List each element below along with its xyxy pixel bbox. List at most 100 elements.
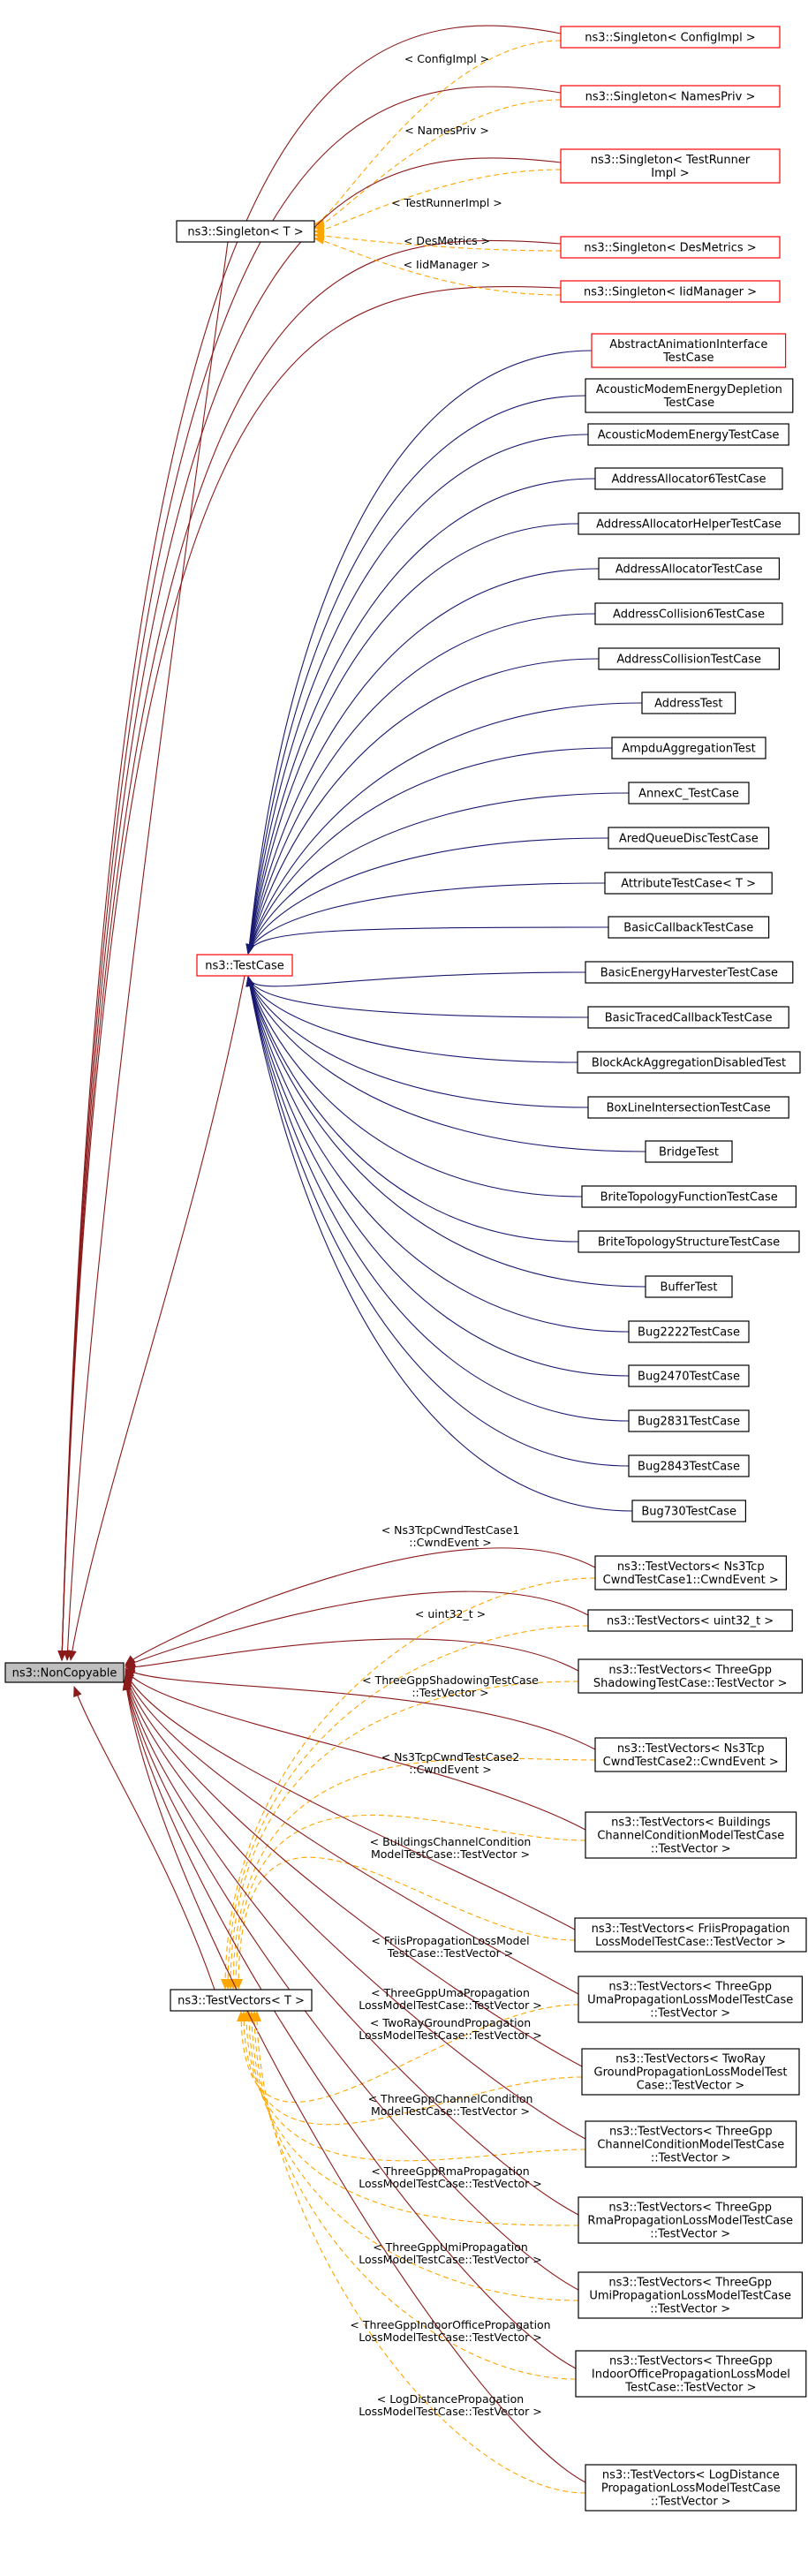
- edge-testvector-instance-to-noncopyable: [125, 1667, 596, 1750]
- template-argument-label: < ThreeGppUmaPropagationLossModelTestCas…: [359, 1986, 541, 2012]
- node-bug2222testcase[interactable]: Bug2222TestCase: [628, 1320, 750, 1343]
- node-addresscollisiontestcase[interactable]: AddressCollisionTestCase: [598, 647, 780, 670]
- edge-testvector-instance-to-noncopyable: [122, 1678, 577, 2369]
- edge-label-line: LossModelTestCase::TestVector >: [359, 2028, 541, 2042]
- node-label: Bug730TestCase: [641, 1506, 736, 1519]
- edge-label-line: < DesMetrics >: [404, 234, 490, 247]
- edge-testcase-derived-to-testcase: [245, 523, 579, 955]
- node-ns3-testvectors-ns3tcp-cwndtestcase1-cwndevent[interactable]: ns3::TestVectors< Ns3TcpCwndTestCase1::C…: [594, 1555, 787, 1590]
- node-ns3-singleton-t[interactable]: ns3::Singleton< T >: [176, 220, 315, 243]
- edge-testcase-derived-to-testcase: [245, 976, 630, 1333]
- node-ns3-testvectors-threegpp-rmapropagationlossmodeltestcase-testvector[interactable]: ns3::TestVectors< ThreeGppRmaPropagation…: [578, 2196, 803, 2244]
- edge-testcase-derived-to-testcase: [245, 976, 630, 1467]
- edge-label-line: < TestRunnerImpl >: [391, 196, 502, 209]
- node-ns3-testvectors-threegpp-channelconditionmodeltestcase-testvector[interactable]: ns3::TestVectors< ThreeGppChannelConditi…: [585, 2120, 797, 2168]
- edge-label-line: LossModelTestCase::TestVector >: [359, 2405, 541, 2418]
- node-box: [604, 872, 773, 895]
- node-ns3-singleton-namespriv[interactable]: ns3::Singleton< NamesPriv >: [560, 85, 781, 108]
- edge-label-line: ::CwndEvent >: [409, 1536, 492, 1549]
- edge-testvector-instance-to-noncopyable: [123, 1674, 586, 2140]
- node-box: [4, 1662, 125, 1683]
- node-ampduaggregationtest[interactable]: AmpduAggregationTest: [611, 737, 766, 759]
- edge-testcase-derived-to-testcase: [245, 976, 579, 1243]
- edge-singleton-instance-to-noncopyable: [57, 157, 562, 1661]
- node-label: CwndTestCase1::CwndEvent >: [603, 1574, 779, 1587]
- node-ns3-testvectors-logdistance-propagationlossmodeltestcase-testvector[interactable]: ns3::TestVectors< LogDistancePropagation…: [585, 2464, 797, 2512]
- node-ns3-singleton-iidmanager[interactable]: ns3::Singleton< IidManager >: [560, 280, 781, 303]
- node-acousticmodemenergytestcase[interactable]: AcousticModemEnergyTestCase: [587, 423, 789, 446]
- node-box: [196, 954, 293, 977]
- node-box: [594, 602, 783, 625]
- node-ns3-testvectors-threegpp-umipropagationlossmodeltestcase-testvector[interactable]: ns3::TestVectors< ThreeGppUmiPropagation…: [578, 2271, 803, 2319]
- node-bug2843testcase[interactable]: Bug2843TestCase: [628, 1454, 750, 1477]
- node-bug730testcase[interactable]: Bug730TestCase: [631, 1500, 746, 1522]
- node-britetopologyfunctiontestcase[interactable]: BriteTopologyFunctionTestCase: [581, 1185, 797, 1208]
- node-label: UmaPropagationLossModelTestCase: [587, 1994, 793, 2007]
- node-box: [631, 1500, 746, 1522]
- node-ns3-testcase[interactable]: ns3::TestCase: [196, 954, 293, 977]
- node-boxlineintersectiontestcase[interactable]: BoxLineIntersectionTestCase: [587, 1096, 789, 1119]
- node-addresscollision6testcase[interactable]: AddressCollision6TestCase: [594, 602, 783, 625]
- node-britetopologystructuretestcase[interactable]: BriteTopologyStructureTestCase: [578, 1230, 800, 1253]
- node-ns3-singleton-configimpl[interactable]: ns3::Singleton< ConfigImpl >: [560, 26, 781, 49]
- node-label: TestCase: [663, 397, 714, 410]
- edge-testvector-instance-to-noncopyable: [124, 1673, 583, 2067]
- node-basictracedcallbacktestcase[interactable]: BasicTracedCallbackTestCase: [587, 1006, 789, 1029]
- edge-label-line: < uint32_t >: [415, 1607, 486, 1620]
- node-box: [628, 1409, 750, 1432]
- node-bug2831testcase[interactable]: Bug2831TestCase: [628, 1409, 750, 1432]
- node-label: AbstractAnimationInterface: [609, 338, 767, 351]
- node-ns3-testvectors-t[interactable]: ns3::TestVectors< T >: [170, 1989, 313, 2012]
- node-basiccallbacktestcase[interactable]: BasicCallbackTestCase: [608, 916, 770, 939]
- edge-singleton-instance-to-noncopyable: [57, 86, 562, 1661]
- node-box: [574, 1917, 807, 1953]
- edge-testvector-instance-to-noncopyable: [125, 1638, 579, 1673]
- node-ns3-testvectors-ns3tcp-cwndtestcase2-cwndevent[interactable]: ns3::TestVectors< Ns3TcpCwndTestCase2::C…: [594, 1737, 787, 1772]
- edge-singleton-instance-to-template: [313, 169, 562, 236]
- edge-singleton-instance-to-noncopyable: [57, 285, 562, 1661]
- node-ns3-testvectors-threegpp-shadowingtestcase-testvector[interactable]: ns3::TestVectors< ThreeGppShadowingTestC…: [578, 1658, 803, 1694]
- edge-label-line: < FriisPropagationLossModel: [371, 1934, 529, 1947]
- node-box: [585, 961, 794, 984]
- template-argument-label: < Ns3TcpCwndTestCase2::CwndEvent >: [381, 1750, 520, 1776]
- node-box: [578, 2196, 803, 2244]
- node-ns3-testvectors-threegpp-umapropagationlossmodeltestcase-testvector[interactable]: ns3::TestVectors< ThreeGppUmaPropagation…: [578, 1975, 803, 2023]
- node-annexc-testcase[interactable]: AnnexC_TestCase: [628, 782, 750, 805]
- node-attributetestcase-t[interactable]: AttributeTestCase< T >: [604, 872, 773, 895]
- node-ns3-testvectors-buildings-channelconditionmodeltestcase-testvector[interactable]: ns3::TestVectors< BuildingsChannelCondit…: [585, 1811, 797, 1859]
- node-blockackaggregationdisabledtest[interactable]: BlockAckAggregationDisabledTest: [577, 1051, 801, 1074]
- node-aredqueuedisctestcase[interactable]: AredQueueDiscTestCase: [608, 827, 770, 850]
- edge-testvector-instance-to-template: [237, 2004, 579, 2103]
- node-label: AredQueueDiscTestCase: [619, 833, 759, 846]
- node-ns3-testvectors-uint32-t[interactable]: ns3::TestVectors< uint32_t >: [587, 1609, 793, 1632]
- node-addressallocator6testcase[interactable]: AddressAllocator6TestCase: [594, 467, 783, 490]
- node-ns3-singleton-desmetrics[interactable]: ns3::Singleton< DesMetrics >: [560, 236, 781, 259]
- edge-testcase-derived-to-testcase: [245, 792, 630, 955]
- node-ns3-testvectors-threegpp-indoorofficepropagationlossmodel-testcase-testvector[interactable]: ns3::TestVectors< ThreeGppIndoorOfficePr…: [575, 2350, 807, 2398]
- node-label: BasicTracedCallbackTestCase: [605, 1012, 773, 1025]
- node-ns3-singleton-testrunner-impl[interactable]: ns3::Singleton< TestRunnerImpl >: [560, 148, 781, 184]
- node-ns3-noncopyable[interactable]: ns3::NonCopyable: [4, 1662, 125, 1683]
- node-label: AddressCollisionTestCase: [616, 653, 761, 667]
- node-label: ::TestVector >: [651, 2496, 731, 2509]
- node-label: Impl >: [651, 167, 689, 180]
- node-addresstest[interactable]: AddressTest: [641, 691, 736, 714]
- node-box: [170, 1989, 313, 2012]
- edge-testvector-instance-to-noncopyable: [122, 1680, 586, 2483]
- node-box: [611, 737, 766, 759]
- edge-testvector-instance-to-template: [223, 1625, 589, 1990]
- edge-testcase-derived-to-testcase: [245, 971, 586, 987]
- node-addressallocatortestcase[interactable]: AddressAllocatorTestCase: [598, 557, 780, 580]
- node-label: AddressCollision6TestCase: [613, 608, 765, 622]
- node-bug2470testcase[interactable]: Bug2470TestCase: [628, 1364, 750, 1387]
- node-bridgetest[interactable]: BridgeTest: [645, 1140, 733, 1163]
- node-addressallocatorhelpertestcase[interactable]: AddressAllocatorHelperTestCase: [578, 512, 800, 535]
- node-basicenergyharvestertestcase[interactable]: BasicEnergyHarvesterTestCase: [585, 961, 794, 984]
- node-label: ::TestVector >: [650, 2303, 730, 2316]
- node-ns3-testvectors-tworay-groundpropagationlossmodeltest-case-testvector[interactable]: ns3::TestVectors< TwoRayGroundPropagatio…: [581, 2048, 800, 2096]
- node-ns3-testvectors-friispropagation-lossmodeltestcase-testvector[interactable]: ns3::TestVectors< FriisPropagationLossMo…: [574, 1917, 807, 1953]
- node-buffertest[interactable]: BufferTest: [645, 1275, 733, 1298]
